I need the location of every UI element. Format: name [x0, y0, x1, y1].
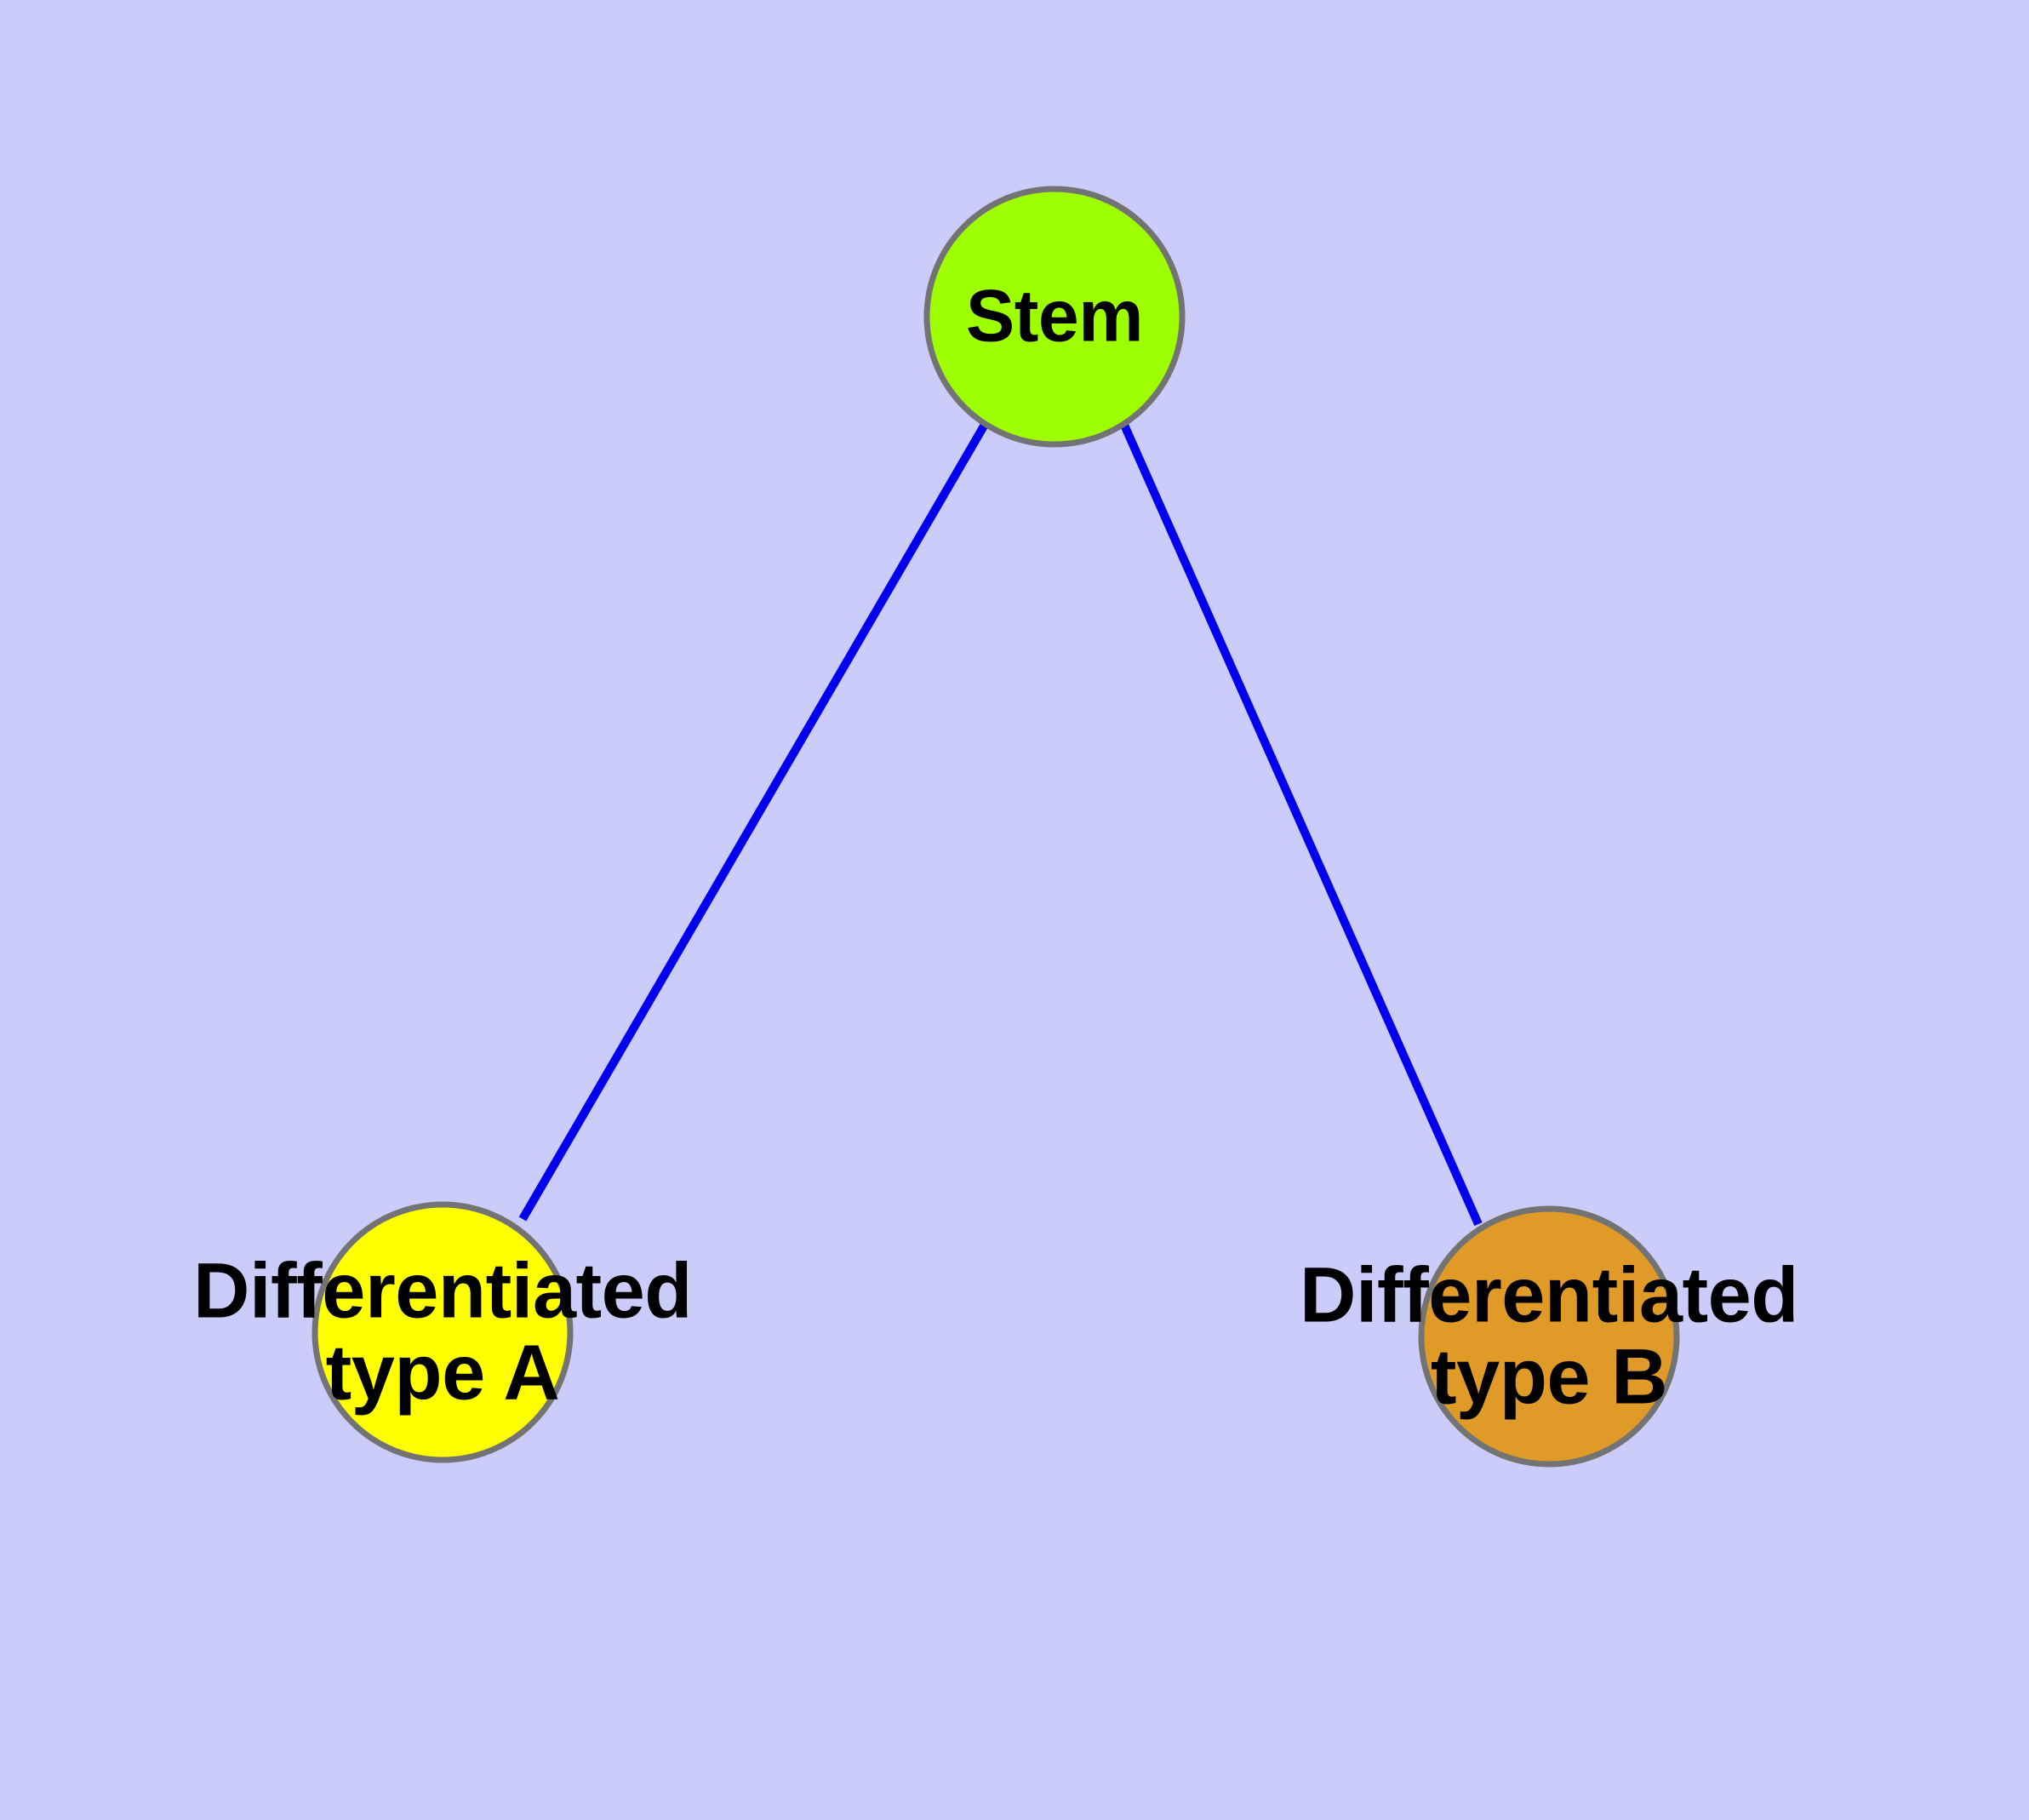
node-stem-circle[interactable] [923, 186, 1186, 448]
edge-stem-to-differentiated-a[interactable] [518, 421, 990, 1222]
edge-stem-to-differentiated-b[interactable] [1119, 421, 1483, 1227]
node-differentiated-type-b-circle[interactable] [1418, 1205, 1680, 1468]
node-layer [311, 186, 1680, 1468]
node-differentiated-type-a-circle[interactable] [311, 1201, 574, 1463]
edge-layer [518, 421, 1483, 1227]
